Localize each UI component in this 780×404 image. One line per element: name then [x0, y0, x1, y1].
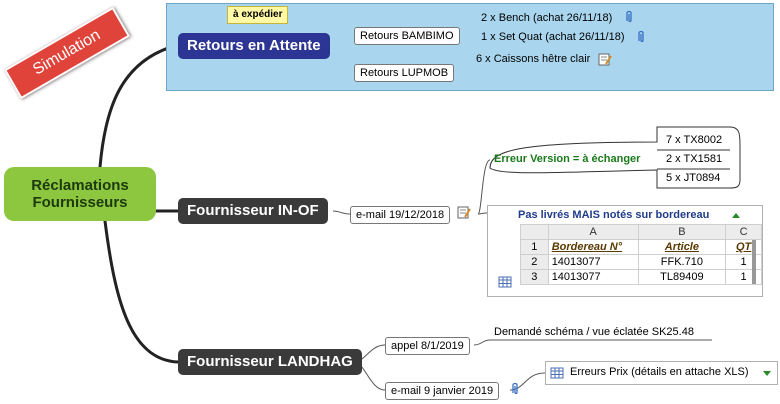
note-icon[interactable] — [457, 205, 471, 219]
connector-inof-email — [332, 210, 351, 215]
table-row: 2 14013077 FFK.710 1 — [520, 254, 762, 270]
erreur-item-tx8002[interactable]: 7 x TX8002 — [666, 134, 723, 146]
table-icon — [550, 367, 564, 379]
col-letter-c: C — [725, 224, 762, 240]
subtopic-landhag-appel[interactable]: appel 8/1/2019 — [385, 337, 470, 355]
header-qt[interactable]: QT — [725, 239, 762, 255]
subtopic-landhag-email[interactable]: e-mail 9 janvier 2019 — [385, 382, 500, 400]
cell-qt[interactable]: 1 — [725, 269, 762, 285]
erreur-outline — [489, 126, 741, 189]
subtopic-retours-lupmob[interactable]: Retours LUPMOB — [354, 64, 455, 82]
connector-root-retours — [98, 43, 180, 169]
cell-bordereau[interactable]: 14013077 — [547, 254, 639, 270]
leaf-demande-schema[interactable]: Demandé schéma / vue éclatée SK25.48 — [494, 326, 694, 338]
erreurs-prix-panel[interactable]: Erreurs Prix (détails en attache XLS) — [545, 361, 778, 385]
table-scrollbar[interactable] — [752, 240, 756, 284]
row-number: 2 — [520, 254, 549, 270]
leaf-caissons[interactable]: 6 x Caissons hêtre clair — [476, 53, 591, 65]
paperclip-icon[interactable] — [624, 10, 634, 24]
erreurs-prix-label: Erreurs Prix (détails en attache XLS) — [570, 366, 749, 378]
leaf-bench[interactable]: 2 x Bench (achat 26/11/18) — [481, 12, 613, 24]
cell-article[interactable]: TL89409 — [637, 269, 727, 285]
cell-bordereau[interactable]: 14013077 — [547, 269, 639, 285]
root-label-line1: Réclamations — [31, 177, 129, 194]
connector-root-landhag — [103, 219, 180, 364]
paperclip-icon[interactable] — [510, 382, 520, 396]
root-topic[interactable]: Réclamations Fournisseurs — [4, 167, 156, 221]
row-number: 1 — [520, 239, 549, 255]
subtopic-retours-bambimo[interactable]: Retours BAMBIMO — [354, 27, 460, 45]
callout-a-expedier: à expédier — [227, 6, 289, 24]
header-article[interactable]: Article — [637, 239, 727, 255]
erreur-item-jt0894[interactable]: 5 x JT0894 — [666, 172, 721, 184]
table-icon — [498, 276, 512, 288]
topic-fournisseur-landhag[interactable]: Fournisseur LANDHAG — [178, 349, 362, 375]
note-icon[interactable] — [598, 52, 612, 66]
expand-arrow-icon[interactable] — [762, 370, 772, 378]
root-label-line2: Fournisseurs — [32, 194, 128, 211]
cell-qt[interactable]: 1 — [725, 254, 762, 270]
collapse-arrow-icon[interactable] — [731, 211, 741, 219]
bordereau-table: A B C 1 Bordereau N° Article QT 2 140130… — [520, 224, 762, 285]
header-bordereau[interactable]: Bordereau N° — [547, 239, 639, 255]
topic-retours-en-attente[interactable]: Retours en Attente — [178, 33, 330, 59]
cell-article[interactable]: FFK.710 — [637, 254, 727, 270]
bordereau-table-panel[interactable]: Pas livrés MAIS notés sur bordereau A B … — [487, 205, 763, 297]
subtopic-inof-email[interactable]: e-mail 19/12/2018 — [350, 206, 451, 224]
topic-fournisseur-inof[interactable]: Fournisseur IN-OF — [178, 198, 328, 224]
paperclip-icon[interactable] — [636, 30, 646, 44]
col-letter-a: A — [547, 224, 639, 240]
erreur-version-label[interactable]: Erreur Version = à échanger — [494, 153, 641, 165]
erreur-item-tx1581[interactable]: 2 x TX1581 — [666, 153, 723, 165]
table-row: 3 14013077 TL89409 1 — [520, 269, 762, 285]
table-title: Pas livrés MAIS notés sur bordereau — [518, 209, 710, 221]
leaf-set-quat[interactable]: 1 x Set Quat (achat 26/11/18) — [481, 31, 625, 43]
row-number: 3 — [520, 269, 549, 285]
col-letter-b: B — [637, 224, 727, 240]
